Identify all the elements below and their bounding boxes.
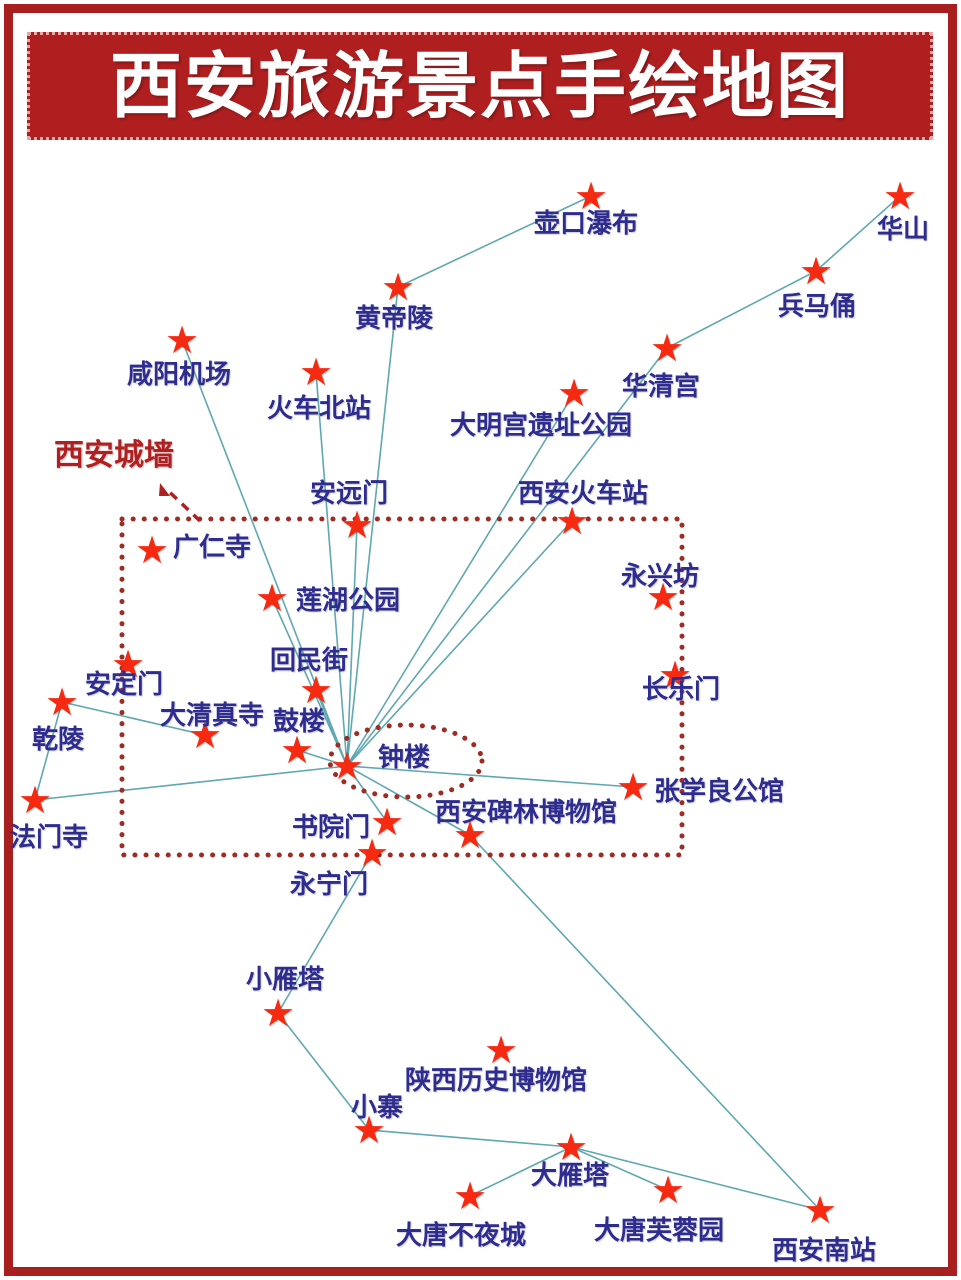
star-icon: ★ [798, 249, 834, 293]
connection-line [469, 834, 821, 1211]
star-icon: ★ [380, 265, 416, 309]
star-icon: ★ [298, 668, 334, 712]
star-icon: ★ [134, 528, 170, 572]
attraction-label: 火车北站 [267, 394, 372, 424]
attraction-label: 西安火车站 [518, 479, 649, 509]
star-icon: ★ [802, 1188, 838, 1232]
attraction-label: 张学良公馆 [654, 777, 785, 807]
star-icon: ★ [369, 800, 405, 844]
star-icon: ★ [452, 813, 488, 857]
star-icon: ★ [645, 575, 681, 619]
attraction-label: 莲湖公园 [296, 586, 401, 616]
arrow-head-icon [159, 483, 170, 496]
star-icon: ★ [110, 642, 146, 686]
connection-line [368, 1129, 572, 1148]
attraction-label: 钟楼 [378, 743, 431, 773]
star-icon: ★ [554, 499, 590, 543]
attraction-label: 安定门 [85, 670, 164, 700]
star-icon: ★ [339, 503, 375, 547]
connection-line [346, 524, 358, 767]
attraction-label: 回民街 [270, 646, 349, 676]
attraction-label: 咸阳机场 [127, 360, 232, 390]
attraction-label: 乾陵 [32, 725, 85, 755]
star-icon: ★ [657, 653, 693, 697]
attraction-label: 华山 [877, 215, 930, 245]
star-icon: ★ [615, 765, 651, 809]
connection-line [346, 520, 573, 767]
star-icon: ★ [650, 1168, 686, 1212]
attraction-label: 大雁塔 [531, 1161, 610, 1191]
star-icon: ★ [553, 1125, 589, 1169]
connection-line [346, 392, 575, 767]
star-icon: ★ [260, 991, 296, 1035]
attraction-label: 陕西历史博物馆 [405, 1066, 588, 1096]
attraction-label: 西安南站 [772, 1236, 877, 1266]
attraction-label: 大唐不夜城 [396, 1221, 527, 1251]
attraction-label: 黄帝陵 [355, 304, 434, 334]
city-wall-annotation: 西安城墙 [54, 438, 174, 473]
title-banner: 西安旅游景点手绘地图 [27, 32, 933, 140]
attraction-label: 安远门 [310, 479, 389, 509]
star-icon: ★ [573, 174, 609, 218]
page-title: 西安旅游景点手绘地图 [109, 44, 850, 128]
star-icon: ★ [279, 728, 315, 772]
attraction-label: 小寨 [351, 1093, 404, 1123]
star-icon: ★ [44, 680, 80, 724]
attraction-label: 法门寺 [10, 823, 89, 853]
attraction-label: 华清宫 [622, 372, 701, 402]
star-icon: ★ [351, 1108, 387, 1152]
attraction-label: 永宁门 [290, 870, 369, 900]
attraction-label: 西安碑林博物馆 [435, 798, 618, 828]
city-wall-pointer-arrow [163, 486, 202, 523]
star-icon: ★ [298, 350, 334, 394]
attraction-label: 广仁寺 [173, 533, 252, 563]
star-icon: ★ [354, 831, 390, 875]
attraction-label: 书院门 [292, 813, 371, 843]
star-icon: ★ [882, 174, 918, 218]
star-icon: ★ [556, 371, 592, 415]
star-icon: ★ [254, 576, 290, 620]
star-icon: ★ [164, 318, 200, 362]
star-icon: ★ [329, 744, 365, 788]
attraction-label: 鼓楼 [273, 707, 326, 737]
attraction-label: 永兴坊 [621, 562, 700, 592]
attraction-label: 壶口瀑布 [534, 209, 639, 239]
star-icon: ★ [452, 1174, 488, 1218]
star-icon: ★ [17, 778, 53, 822]
attraction-label: 大清真寺 [160, 701, 265, 731]
star-icon: ★ [649, 326, 685, 370]
attraction-label: 兵马俑 [778, 292, 857, 322]
attraction-label: 大明宫遗址公园 [450, 411, 633, 441]
star-icon: ★ [187, 713, 223, 757]
attraction-label: 长乐门 [642, 675, 721, 705]
attraction-label: 小雁塔 [246, 965, 325, 995]
attraction-label: 大唐芙蓉园 [594, 1216, 725, 1246]
star-icon: ★ [483, 1028, 519, 1072]
